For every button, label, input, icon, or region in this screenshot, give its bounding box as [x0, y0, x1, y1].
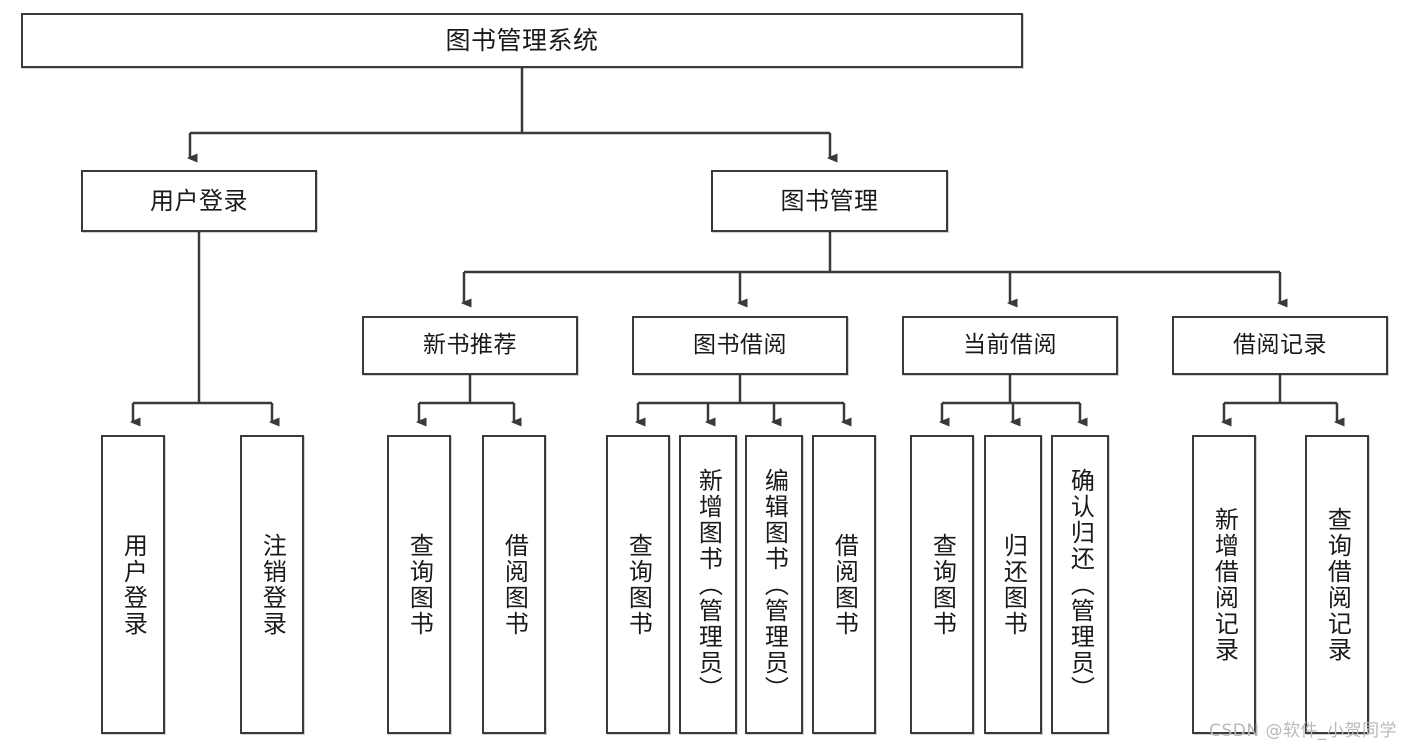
node-leaf-query-book-3-label: 查询图书 — [928, 532, 957, 637]
node-borrow-record[interactable]: 借阅记录 — [1172, 316, 1388, 375]
node-leaf-return-book-label: 归还图书 — [999, 532, 1028, 637]
node-user-login-label: 用户登录 — [150, 186, 248, 215]
node-new-book-recommend[interactable]: 新书推荐 — [362, 316, 578, 375]
node-leaf-logout[interactable]: 注销登录 — [240, 435, 304, 734]
node-leaf-borrow-book-1[interactable]: 借阅图书 — [482, 435, 546, 734]
node-leaf-query-record-label: 查询借阅记录 — [1323, 506, 1352, 663]
node-book-manage[interactable]: 图书管理 — [711, 170, 948, 232]
node-leaf-return-book[interactable]: 归还图书 — [984, 435, 1042, 734]
node-leaf-confirm-return-label: 确认归还（管理员） — [1066, 467, 1095, 702]
node-leaf-borrow-book-2[interactable]: 借阅图书 — [812, 435, 876, 734]
node-book-borrow[interactable]: 图书借阅 — [632, 316, 848, 375]
node-user-login[interactable]: 用户登录 — [81, 170, 317, 232]
node-leaf-add-record-label: 新增借阅记录 — [1210, 506, 1239, 663]
node-current-borrow[interactable]: 当前借阅 — [902, 316, 1118, 375]
node-borrow-record-label: 借阅记录 — [1233, 331, 1327, 358]
node-leaf-add-book[interactable]: 新增图书（管理员） — [679, 435, 737, 734]
node-leaf-borrow-book-2-label: 借阅图书 — [830, 532, 859, 637]
node-leaf-query-book-3[interactable]: 查询图书 — [910, 435, 974, 734]
node-leaf-query-book-2[interactable]: 查询图书 — [606, 435, 670, 734]
node-leaf-logout-label: 注销登录 — [258, 532, 287, 637]
node-leaf-user-login-label: 用户登录 — [119, 532, 148, 637]
node-leaf-query-book-2-label: 查询图书 — [624, 532, 653, 637]
node-new-book-recommend-label: 新书推荐 — [423, 331, 517, 358]
node-leaf-query-record[interactable]: 查询借阅记录 — [1305, 435, 1369, 734]
node-leaf-edit-book-label: 编辑图书（管理员） — [760, 467, 789, 702]
node-leaf-borrow-book-1-label: 借阅图书 — [500, 532, 529, 637]
node-book-borrow-label: 图书借阅 — [693, 331, 787, 358]
node-leaf-query-book-1[interactable]: 查询图书 — [387, 435, 451, 734]
node-root[interactable]: 图书管理系统 — [21, 13, 1023, 68]
node-leaf-add-book-label: 新增图书（管理员） — [694, 467, 723, 702]
node-current-borrow-label: 当前借阅 — [963, 331, 1057, 358]
node-book-manage-label: 图书管理 — [780, 186, 879, 215]
watermark-text: CSDN @软件_小贺同学 — [1209, 721, 1397, 741]
node-leaf-query-book-1-label: 查询图书 — [405, 532, 434, 637]
node-root-label: 图书管理系统 — [445, 25, 599, 55]
node-leaf-add-record[interactable]: 新增借阅记录 — [1192, 435, 1256, 734]
node-leaf-edit-book[interactable]: 编辑图书（管理员） — [745, 435, 803, 734]
node-leaf-user-login[interactable]: 用户登录 — [101, 435, 165, 734]
node-leaf-confirm-return[interactable]: 确认归还（管理员） — [1051, 435, 1109, 734]
